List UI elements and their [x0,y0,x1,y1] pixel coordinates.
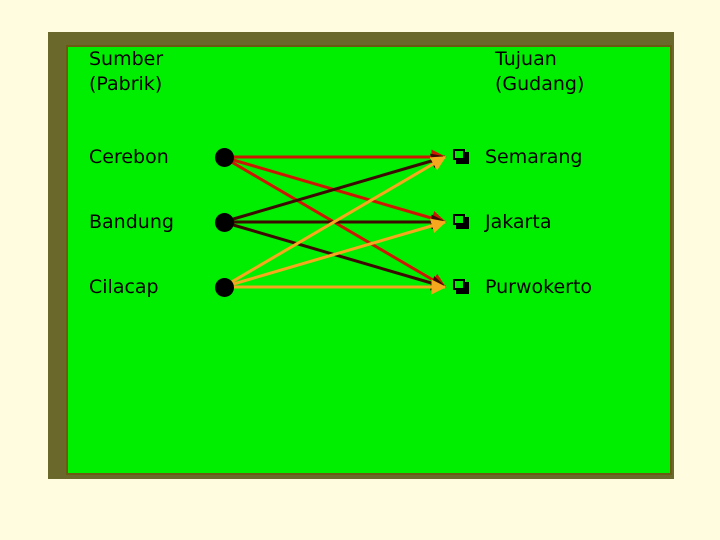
destination-node-row[interactable]: Jakarta [453,210,551,234]
edge-arrow [222,155,447,289]
source-node-row[interactable]: Bandung [89,210,234,234]
source-node-row[interactable]: Cilacap [89,275,234,299]
filled-circle-icon [215,212,234,232]
checkbox-square-icon [453,148,471,166]
destination-node-row[interactable]: Semarang [453,145,582,169]
source-node-row[interactable]: Cerebon [89,145,234,169]
edge-arrow [222,218,447,289]
destination-node-label: Jakarta [485,211,552,233]
filled-circle-icon [215,147,234,167]
destination-node-label: Purwokerto [485,276,593,298]
source-node-label: Cilacap [89,276,159,298]
source-node-label: Cerebon [89,146,169,168]
edge-arrow [222,155,447,226]
destination-node-label: Semarang [485,146,583,168]
column-header-source: Sumber (Pabrik) [89,48,164,95]
checkbox-square-icon [453,213,471,231]
destination-node-row[interactable]: Purwokerto [453,275,592,299]
source-node-label: Bandung [89,211,174,233]
checkbox-square-icon [453,278,471,296]
column-header-destination: Tujuan (Gudang) [495,48,585,95]
edge-arrow [222,220,447,291]
edge-layer [222,149,447,295]
filled-circle-icon [215,277,234,297]
edge-arrow [222,155,447,289]
edge-arrow [222,153,447,224]
slide-content-panel: Sumber (Pabrik) Tujuan (Gudang) Cerebon … [66,45,672,475]
